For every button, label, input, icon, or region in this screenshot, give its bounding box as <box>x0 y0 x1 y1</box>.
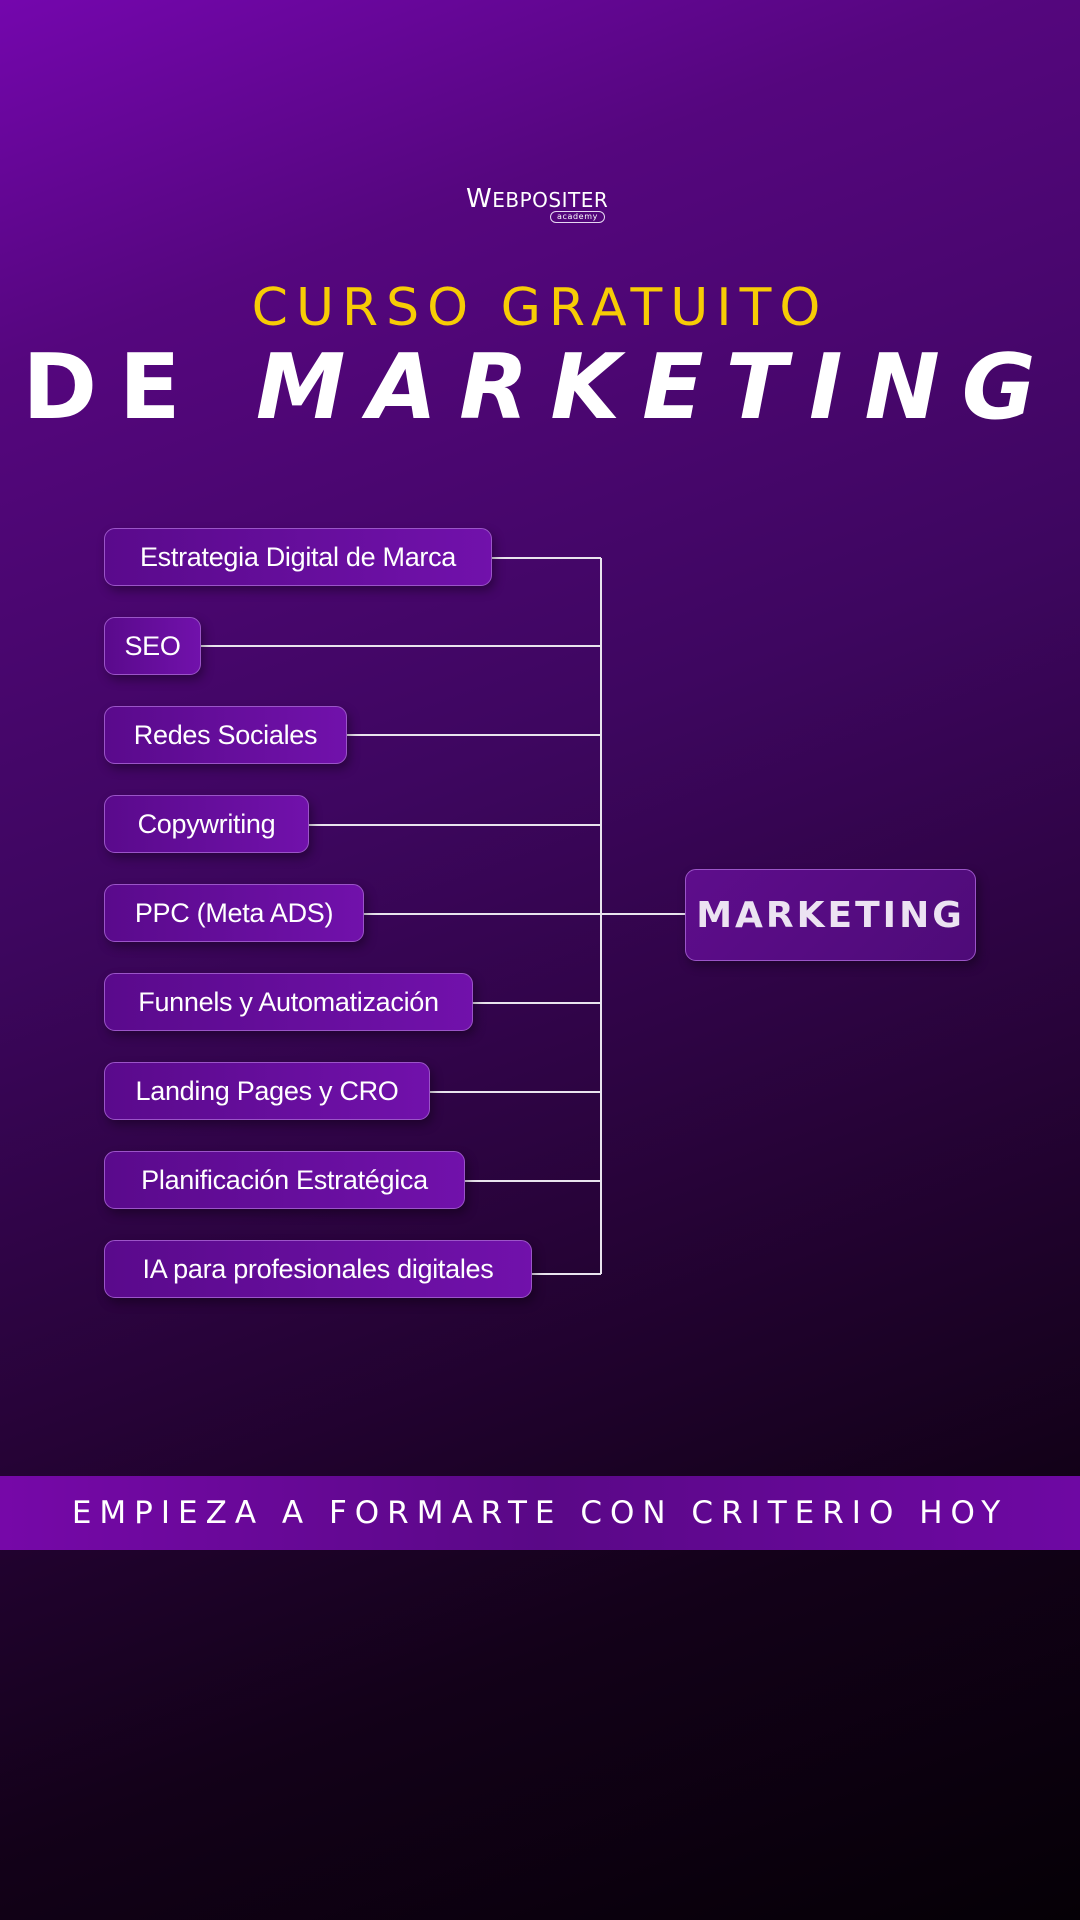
branch-node-funnels: Funnels y Automatización <box>104 973 473 1031</box>
branch-node-landing-pages: Landing Pages y CRO <box>104 1062 430 1120</box>
logo-wordmark: WEBPOSITER <box>466 184 609 214</box>
headline-emphasis: MARKETING <box>255 335 1058 440</box>
branch-node-ppc: PPC (Meta ADS) <box>104 884 364 942</box>
branch-node-ia: IA para profesionales digitales <box>104 1240 532 1298</box>
branch-node-estrategia-digital: Estrategia Digital de Marca <box>104 528 492 586</box>
cta-banner: EMPIEZA A FORMARTE CON CRITERIO HOY <box>0 1476 1080 1550</box>
logo-academy-tag: academy <box>550 211 605 223</box>
webpositer-logo: WEBPOSITER academy <box>466 180 616 228</box>
branch-node-seo: SEO <box>104 617 201 675</box>
headline-de-marketing: DE MARKETING <box>0 335 1080 440</box>
center-node-marketing: MARKETING <box>685 869 976 961</box>
headline-curso-gratuito: CURSO GRATUITO <box>251 278 829 338</box>
branch-node-planificacion: Planificación Estratégica <box>104 1151 465 1209</box>
branch-node-redes-sociales: Redes Sociales <box>104 706 347 764</box>
headline-prefix: DE <box>22 335 203 440</box>
branch-node-copywriting: Copywriting <box>104 795 309 853</box>
